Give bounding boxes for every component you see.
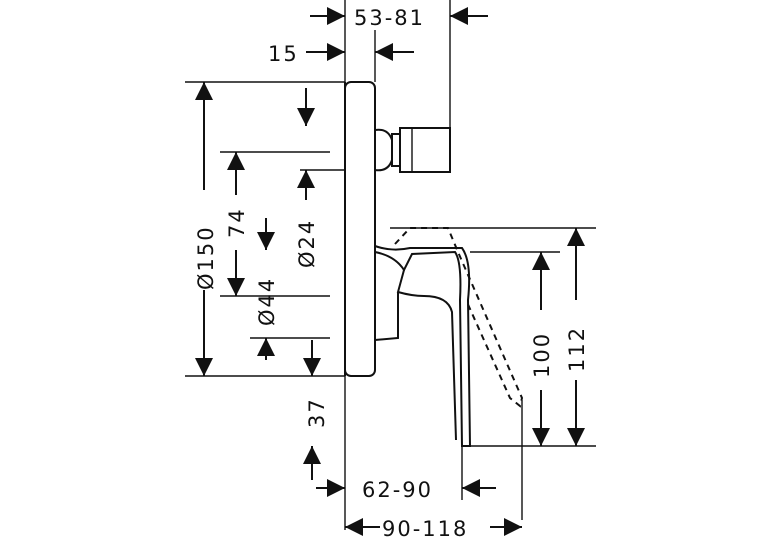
lever-handle xyxy=(374,227,524,520)
dim-74: 74 xyxy=(225,207,249,238)
wall-plate xyxy=(344,81,376,377)
dimension-labels: 53-81 15 Ø150 74 Ø24 Ø44 37 100 112 62-9… xyxy=(194,6,589,541)
dim-15: 15 xyxy=(268,42,299,66)
dim-112: 112 xyxy=(565,326,589,372)
dim-37: 37 xyxy=(305,397,329,428)
dim-90-118: 90-118 xyxy=(382,517,468,541)
extension-lines xyxy=(185,0,596,530)
dimension-lines xyxy=(195,7,585,536)
dim-100: 100 xyxy=(530,332,554,378)
dim-62-90: 62-90 xyxy=(362,478,433,502)
dim-sleeve-44: Ø44 xyxy=(255,277,279,326)
dim-sleeve-24: Ø24 xyxy=(295,219,319,268)
dim-plate-diameter: Ø150 xyxy=(194,225,218,290)
diverter-connector xyxy=(374,127,451,173)
dim-53-81: 53-81 xyxy=(354,6,425,30)
